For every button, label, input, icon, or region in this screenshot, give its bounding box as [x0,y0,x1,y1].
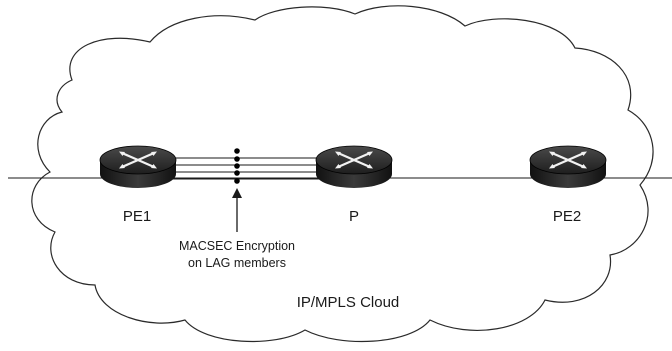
cloud-label: IP/MPLS Cloud [297,294,400,311]
lag-member-dot [234,170,240,176]
router-icon [98,144,178,190]
encryption-arrow [232,188,242,232]
lag-member-dot [234,156,240,162]
annotation-line-2: on LAG members [188,256,286,270]
node-label-pe1: PE1 [123,208,151,225]
lag-member-dots [234,148,240,184]
node-label-pe2: PE2 [553,208,581,225]
annotation-line-1: MACSEC Encryption [179,239,295,253]
router-pe1 [98,144,178,190]
router-pe2 [528,144,608,190]
router-icon [528,144,608,190]
lag-member-dot [234,178,240,184]
lag-links [160,157,330,180]
lag-member-dot [234,163,240,169]
router-p [314,144,394,190]
lag-member-dot [234,148,240,154]
router-icon [314,144,394,190]
node-label-p: P [349,208,359,225]
